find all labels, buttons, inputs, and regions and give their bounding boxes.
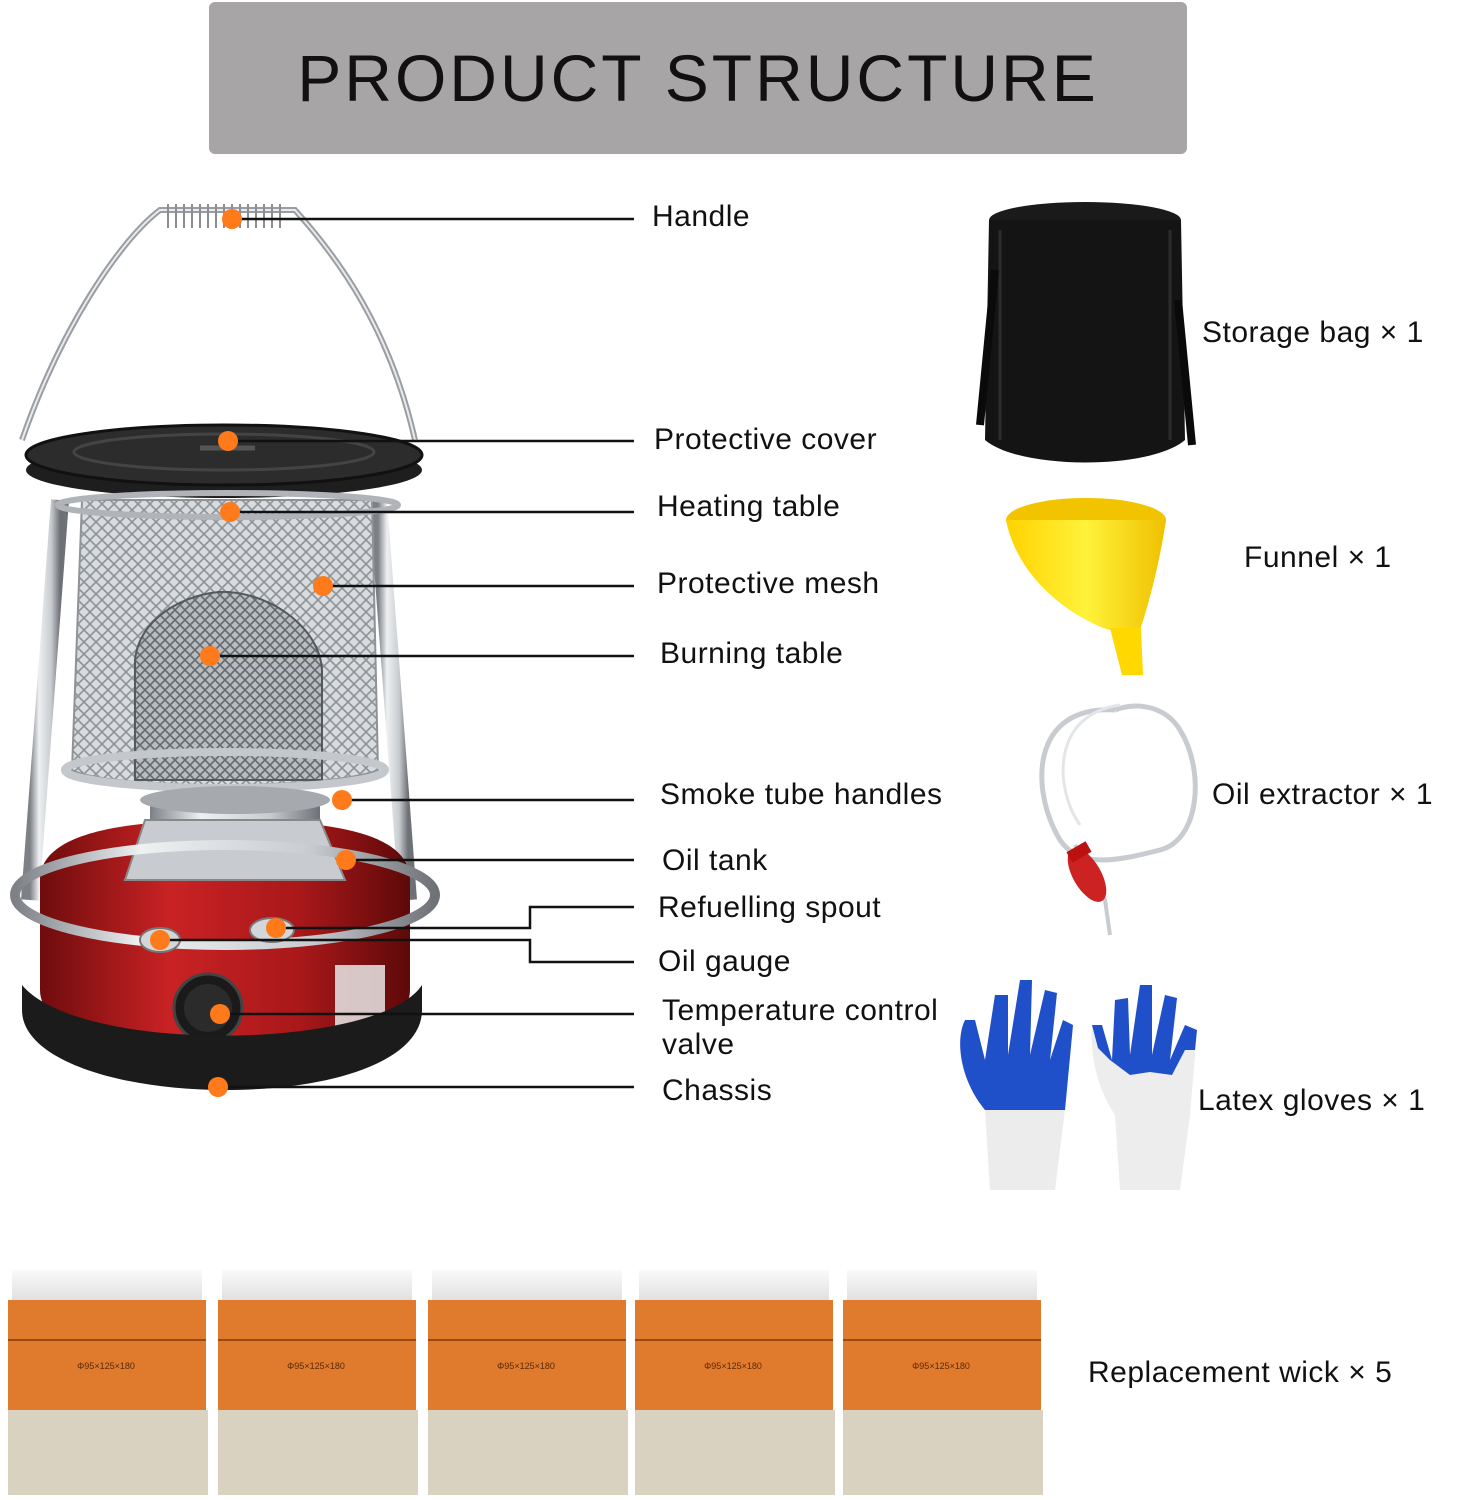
support-leg-right (369, 499, 417, 901)
marker-refuelling-spout (266, 918, 286, 938)
label-latex-gloves: Latex gloves × 1 (1198, 1084, 1426, 1117)
wick-5 (843, 1270, 1043, 1495)
marker-handle (222, 209, 242, 229)
storage-bag-image (976, 202, 1196, 463)
title-banner: PRODUCT STRUCTURE (209, 2, 1187, 154)
wick-1 (8, 1270, 208, 1495)
label-heating-table: Heating table (657, 490, 841, 523)
chassis-shape (22, 985, 422, 1090)
wick-print-3: Φ95×125×180 (497, 1361, 555, 1371)
label-chassis: Chassis (662, 1074, 773, 1107)
support-leg-left (21, 499, 69, 901)
markers (150, 209, 356, 1097)
label-smoke-tube-handles: Smoke tube handles (660, 778, 943, 811)
label-valve: valve (662, 1028, 735, 1061)
heater-illustration (10, 204, 440, 1090)
marker-chassis (208, 1077, 228, 1097)
oil-extractor-image (1039, 703, 1198, 936)
leader-lines (160, 217, 634, 1089)
replacement-wicks: Φ95×125×180 Φ95×125×180 Φ95×125×180 Φ95×… (8, 1270, 1043, 1495)
label-refuelling-spout: Refuelling spout (658, 891, 882, 924)
wick-4 (635, 1270, 835, 1495)
label-protective-cover: Protective cover (654, 423, 878, 456)
marker-burning-table (200, 646, 220, 666)
marker-protective-mesh (313, 576, 333, 596)
marker-protective-cover (218, 431, 238, 451)
label-handle: Handle (652, 200, 751, 233)
wick-print-4: Φ95×125×180 (704, 1361, 762, 1371)
label-replacement-wick: Replacement wick × 5 (1088, 1356, 1393, 1389)
funnel-image (1006, 498, 1166, 675)
latex-gloves-image (960, 980, 1197, 1190)
label-temperature-control: Temperature control (662, 994, 939, 1027)
tank-ring (10, 840, 440, 950)
label-burning-table: Burning table (660, 637, 844, 670)
marker-oil-gauge (150, 930, 170, 950)
label-protective-mesh: Protective mesh (657, 567, 880, 600)
page-title: PRODUCT STRUCTURE (297, 41, 1099, 115)
label-oil-extractor: Oil extractor × 1 (1212, 778, 1434, 811)
label-oil-tank: Oil tank (662, 844, 768, 877)
label-funnel: Funnel × 1 (1244, 541, 1392, 574)
marker-smoke-tube-handles (332, 790, 352, 810)
label-storage-bag: Storage bag × 1 (1202, 316, 1424, 349)
label-oil-gauge: Oil gauge (658, 945, 791, 978)
marker-oil-tank (336, 850, 356, 870)
wick-3 (428, 1270, 628, 1495)
wick-print-1: Φ95×125×180 (77, 1361, 135, 1371)
burning-table-dome (134, 590, 323, 781)
wick-print-2: Φ95×125×180 (287, 1361, 345, 1371)
marker-heating-table (220, 502, 240, 522)
marker-temperature-control (210, 1004, 230, 1024)
handle-wire (19, 207, 418, 441)
wick-print-5: Φ95×125×180 (912, 1361, 970, 1371)
wick-2 (218, 1270, 418, 1495)
